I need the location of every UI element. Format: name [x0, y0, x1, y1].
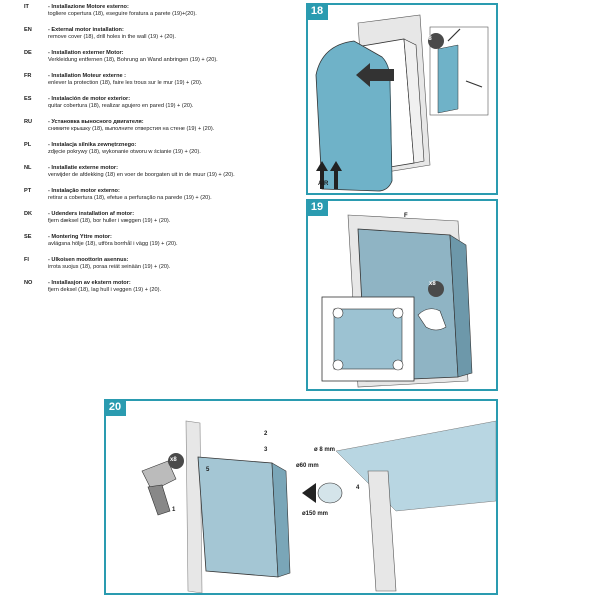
- drill-count-badge: x8: [170, 457, 177, 463]
- language-code: EN: [24, 27, 32, 33]
- instruction-row-no: NO - Installasjon av ekstern motor:fjern …: [24, 280, 296, 294]
- callout-2: 2: [264, 431, 268, 437]
- instruction-title: - Udenders installation af motor:: [48, 211, 135, 217]
- step-18-badge: 18: [306, 3, 328, 20]
- instruction-row-fr: FR - Installation Moteur externe :enlever…: [24, 73, 296, 87]
- language-code: FI: [24, 257, 29, 263]
- instruction-title: - External motor installation:: [48, 27, 124, 33]
- step-20-badge: 20: [104, 399, 126, 416]
- instruction-text: - Ulkoisen moottorin asennus:irrota suoj…: [48, 257, 170, 271]
- language-code: DK: [24, 211, 33, 217]
- step-19-panel: 19 F x8: [306, 199, 498, 391]
- air-label: AIR: [318, 181, 329, 187]
- instruction-text: - Udenders installation af motor:fjern d…: [48, 211, 170, 225]
- instruction-text: - Montering Yttre motor:avlägsna hölje (…: [48, 234, 178, 248]
- instruction-text: - Установка выносного двигателя:снимите …: [48, 119, 214, 133]
- callout-1: 1: [172, 507, 176, 513]
- instruction-title: - Installasjon av ekstern motor:: [48, 280, 131, 286]
- instruction-list: IT - Installazione Motore esterno:toglier…: [24, 4, 296, 303]
- step-18-illustration: [315, 14, 489, 192]
- instruction-body: fjern dæksel (18), bor huller i væggen (…: [48, 218, 171, 224]
- instruction-text: - Installasjon av ekstern motor:fjern de…: [48, 280, 161, 294]
- screw-count-badge: x8: [429, 281, 436, 287]
- language-code: FR: [24, 73, 32, 79]
- instruction-row-dk: DK - Udenders installation af motor:fjern…: [24, 211, 296, 225]
- instruction-body: verwijder de afdekking (18) en voer de b…: [48, 172, 235, 178]
- instruction-body: retirar a cobertura (18), efetue a perfu…: [48, 195, 212, 201]
- instruction-row-en: EN - External motor installation:remove c…: [24, 27, 296, 41]
- instruction-body: avlägsna hölje (18), utföra borrhål i vä…: [48, 241, 178, 247]
- instruction-body: irrota suojus (18), poraa reiät seinään …: [48, 264, 171, 270]
- instruction-body: снимите крышку (18), выполните отверстия…: [48, 126, 215, 132]
- instruction-title: - Установка выносного двигателя:: [48, 119, 144, 125]
- instruction-text: - Installation Moteur externe :enlever l…: [48, 73, 202, 87]
- instruction-row-it: IT - Installazione Motore esterno:toglier…: [24, 4, 296, 18]
- instruction-row-se: SE - Montering Yttre motor:avlägsna hölje…: [24, 234, 296, 248]
- instruction-row-de: DE - Installation externer Motor:Verkleid…: [24, 50, 296, 64]
- language-code: IT: [24, 4, 29, 10]
- callout-4: 4: [356, 485, 360, 491]
- instruction-text: - Installatie externe motor:verwijder de…: [48, 165, 235, 179]
- instruction-title: - Instalação motor externo:: [48, 188, 120, 194]
- instruction-text: - Instalacja silnika zewnętrznego:zdjęci…: [48, 142, 201, 156]
- language-code: PL: [24, 142, 32, 148]
- step-20-illustration: [141, 420, 496, 593]
- instruction-text: - Installazione Motore esterno:togliere …: [48, 4, 197, 18]
- instruction-row-es: ES - Instalación de motor exterior:quitar…: [24, 96, 296, 110]
- language-code: NL: [24, 165, 32, 171]
- instruction-body: togliere copertura (18), eseguire foratu…: [48, 11, 197, 17]
- instruction-text: - Instalación de motor exterior:quitar c…: [48, 96, 193, 110]
- instruction-row-pl: PL - Instalacja silnika zewnętrznego:zdję…: [24, 142, 296, 156]
- screw-count-badge: x8: [425, 36, 432, 42]
- instruction-title: - Installatie externe motor:: [48, 165, 118, 171]
- diameter-60mm-label: ø60 mm: [296, 463, 319, 469]
- language-code: NO: [24, 280, 33, 286]
- step-19-illustration: [321, 214, 473, 388]
- callout-3: 3: [264, 447, 268, 453]
- step-18-panel: 18 x8 AIR: [306, 3, 498, 195]
- instruction-title: - Installation externer Motor:: [48, 50, 124, 56]
- instruction-body: remove cover (18), drill holes in the wa…: [48, 34, 176, 40]
- instruction-body: Verkleidung entfernen (18), Bohrung an W…: [48, 57, 218, 63]
- instruction-title: - Installation Moteur externe :: [48, 73, 127, 79]
- instruction-title: - Instalacja silnika zewnętrznego:: [48, 142, 137, 148]
- language-code: PT: [24, 188, 32, 194]
- language-code: ES: [24, 96, 32, 102]
- language-code: DE: [24, 50, 32, 56]
- instruction-title: - Montering Yttre motor:: [48, 234, 112, 240]
- instruction-body: fjern deksel (18), lag hull i veggen (19…: [48, 287, 162, 293]
- instruction-title: - Ulkoisen moottorin asennus:: [48, 257, 129, 263]
- instruction-title: - Installazione Motore esterno:: [48, 4, 129, 10]
- callout-5: 5: [206, 467, 210, 473]
- instruction-row-fi: FI - Ulkoisen moottorin asennus:irrota su…: [24, 257, 296, 271]
- diameter-8mm-label: ø 8 mm: [314, 447, 336, 453]
- language-code: SE: [24, 234, 32, 240]
- instruction-row-nl: NL - Installatie externe motor:verwijder …: [24, 165, 296, 179]
- instruction-text: - Instalação motor externo:retirar a cob…: [48, 188, 212, 202]
- instruction-body: zdjęcie pokrywy (18), wykonanie otworu w…: [48, 149, 201, 155]
- language-code: RU: [24, 119, 33, 125]
- instruction-title: - Instalación de motor exterior:: [48, 96, 131, 102]
- step-19-badge: 19: [306, 199, 328, 216]
- label-f: F: [404, 213, 408, 219]
- step-20-panel: 20 x8 1 2 3 4 5 ø 8 mm ø60 mm ø150 mm: [104, 399, 498, 595]
- instruction-row-pt: PT - Instalação motor externo:retirar a c…: [24, 188, 296, 202]
- instruction-text: - External motor installation:remove cov…: [48, 27, 176, 41]
- instruction-row-ru: RU - Установка выносного двигателя:снимит…: [24, 119, 296, 133]
- diameter-150mm-label: ø150 mm: [302, 511, 329, 517]
- instruction-body: enlever la protection (18), faire les tr…: [48, 80, 203, 86]
- instruction-body: quitar cobertura (18), realizar agujero …: [48, 103, 194, 109]
- instruction-text: - Installation externer Motor:Verkleidun…: [48, 50, 218, 64]
